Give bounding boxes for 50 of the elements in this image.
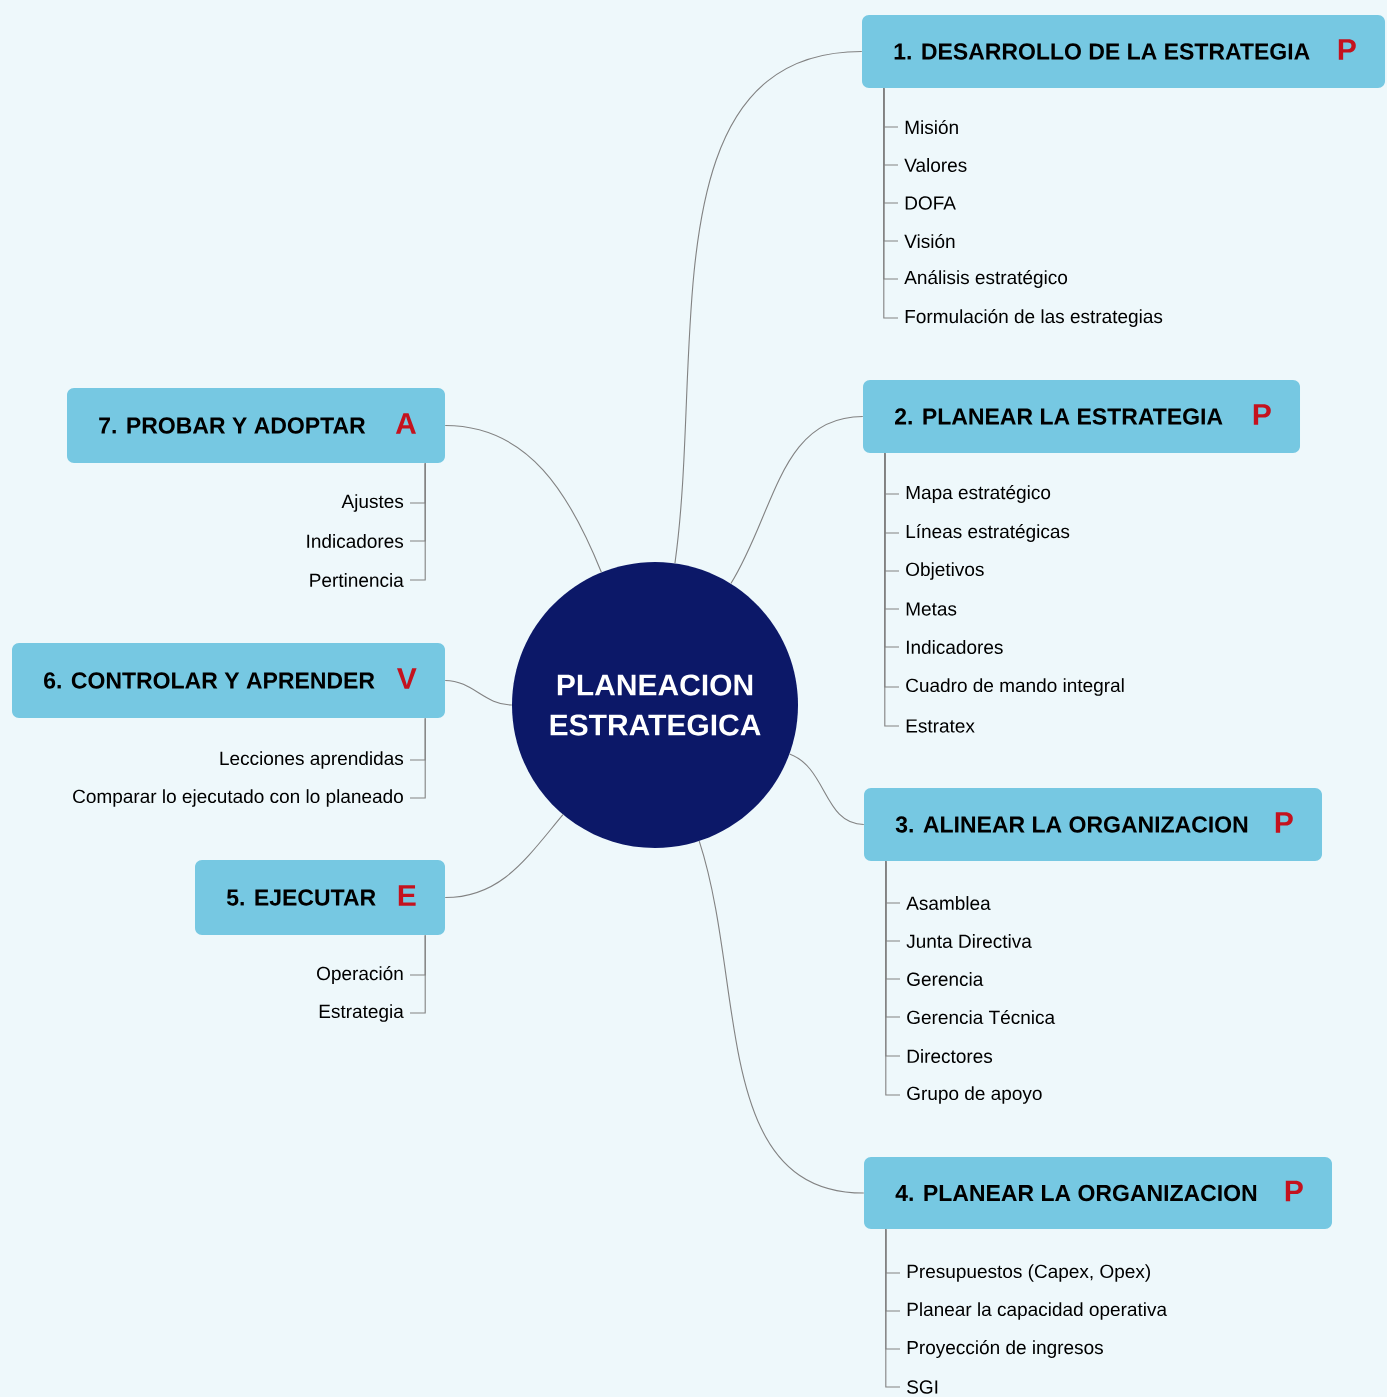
item-label: Indicadores: [906, 640, 1003, 654]
item-label: Formulación de las estrategias: [905, 309, 1163, 327]
item-label: Planear la capacidad operativa: [907, 1302, 1168, 1320]
tree-line: [885, 860, 901, 1096]
item-label: Lecciones aprendidas: [220, 751, 404, 769]
tree-line: [883, 87, 899, 319]
item-label: Ajustes: [341, 494, 404, 512]
item-label: Mapa estratégico: [906, 485, 1051, 503]
item-label: Grupo de apoyo: [907, 1086, 1042, 1104]
item-label: Operación: [317, 966, 403, 984]
item-label: Análisis estratégico: [904, 270, 1068, 288]
item-label: Visión: [904, 233, 955, 249]
topic-box: 7. PROBAR Y ADOPTAR A: [67, 388, 445, 463]
branch-line: [789, 753, 865, 826]
branch-line: [444, 424, 602, 573]
topic-box: 3. ALINEAR LA ORGANIZACION P: [864, 788, 1322, 861]
topic-box: 2. PLANEAR LA ESTRATEGIA P: [863, 380, 1300, 453]
item-label: Metas: [906, 602, 957, 616]
item-label: Proyección de ingresos: [907, 1340, 1103, 1358]
branch-line: [698, 840, 865, 1194]
tree-line: [409, 934, 426, 1014]
branch-line: [444, 814, 564, 899]
item-label: Gerencia: [907, 972, 984, 986]
item-label: Comparar lo ejecutado con lo planeado: [73, 789, 403, 807]
item-label: Estratex: [906, 719, 975, 733]
item-label: Cuadro de mando integral: [906, 678, 1124, 696]
topic-box: 1. DESARROLLO DE LA ESTRATEGIA P: [862, 15, 1385, 88]
item-label: DOFA: [905, 196, 956, 210]
item-label: Directores: [907, 1049, 993, 1063]
branch-line: [444, 679, 513, 706]
item-label: Estrategia: [319, 1004, 404, 1022]
item-label: Valores: [904, 158, 967, 172]
item-label: Gerencia Técnica: [907, 1009, 1056, 1025]
tree-line: [885, 1228, 901, 1388]
item-label: Asamblea: [906, 896, 991, 910]
branch-line: [730, 415, 864, 585]
item-label: Junta Directiva: [906, 934, 1032, 948]
item-label: Pertinencia: [310, 573, 404, 587]
item-label: Misión: [905, 119, 958, 135]
topic-box: 4. PLANEAR LA ORGANIZACION P: [864, 1157, 1332, 1229]
item-label: Indicadores: [307, 534, 404, 548]
item-label: SGI: [907, 1380, 938, 1394]
item-label: Objetivos: [906, 562, 984, 580]
item-label: Presupuestos (Capex, Opex): [907, 1264, 1150, 1282]
item-label: Líneas estratégicas: [906, 524, 1070, 542]
topic-box: 6. CONTROLAR Y APRENDER V: [12, 643, 445, 718]
tree-line: [409, 462, 426, 581]
branch-line: [674, 50, 863, 564]
tree-line: [409, 717, 426, 799]
topic-box: 5. EJECUTAR E: [195, 860, 445, 935]
